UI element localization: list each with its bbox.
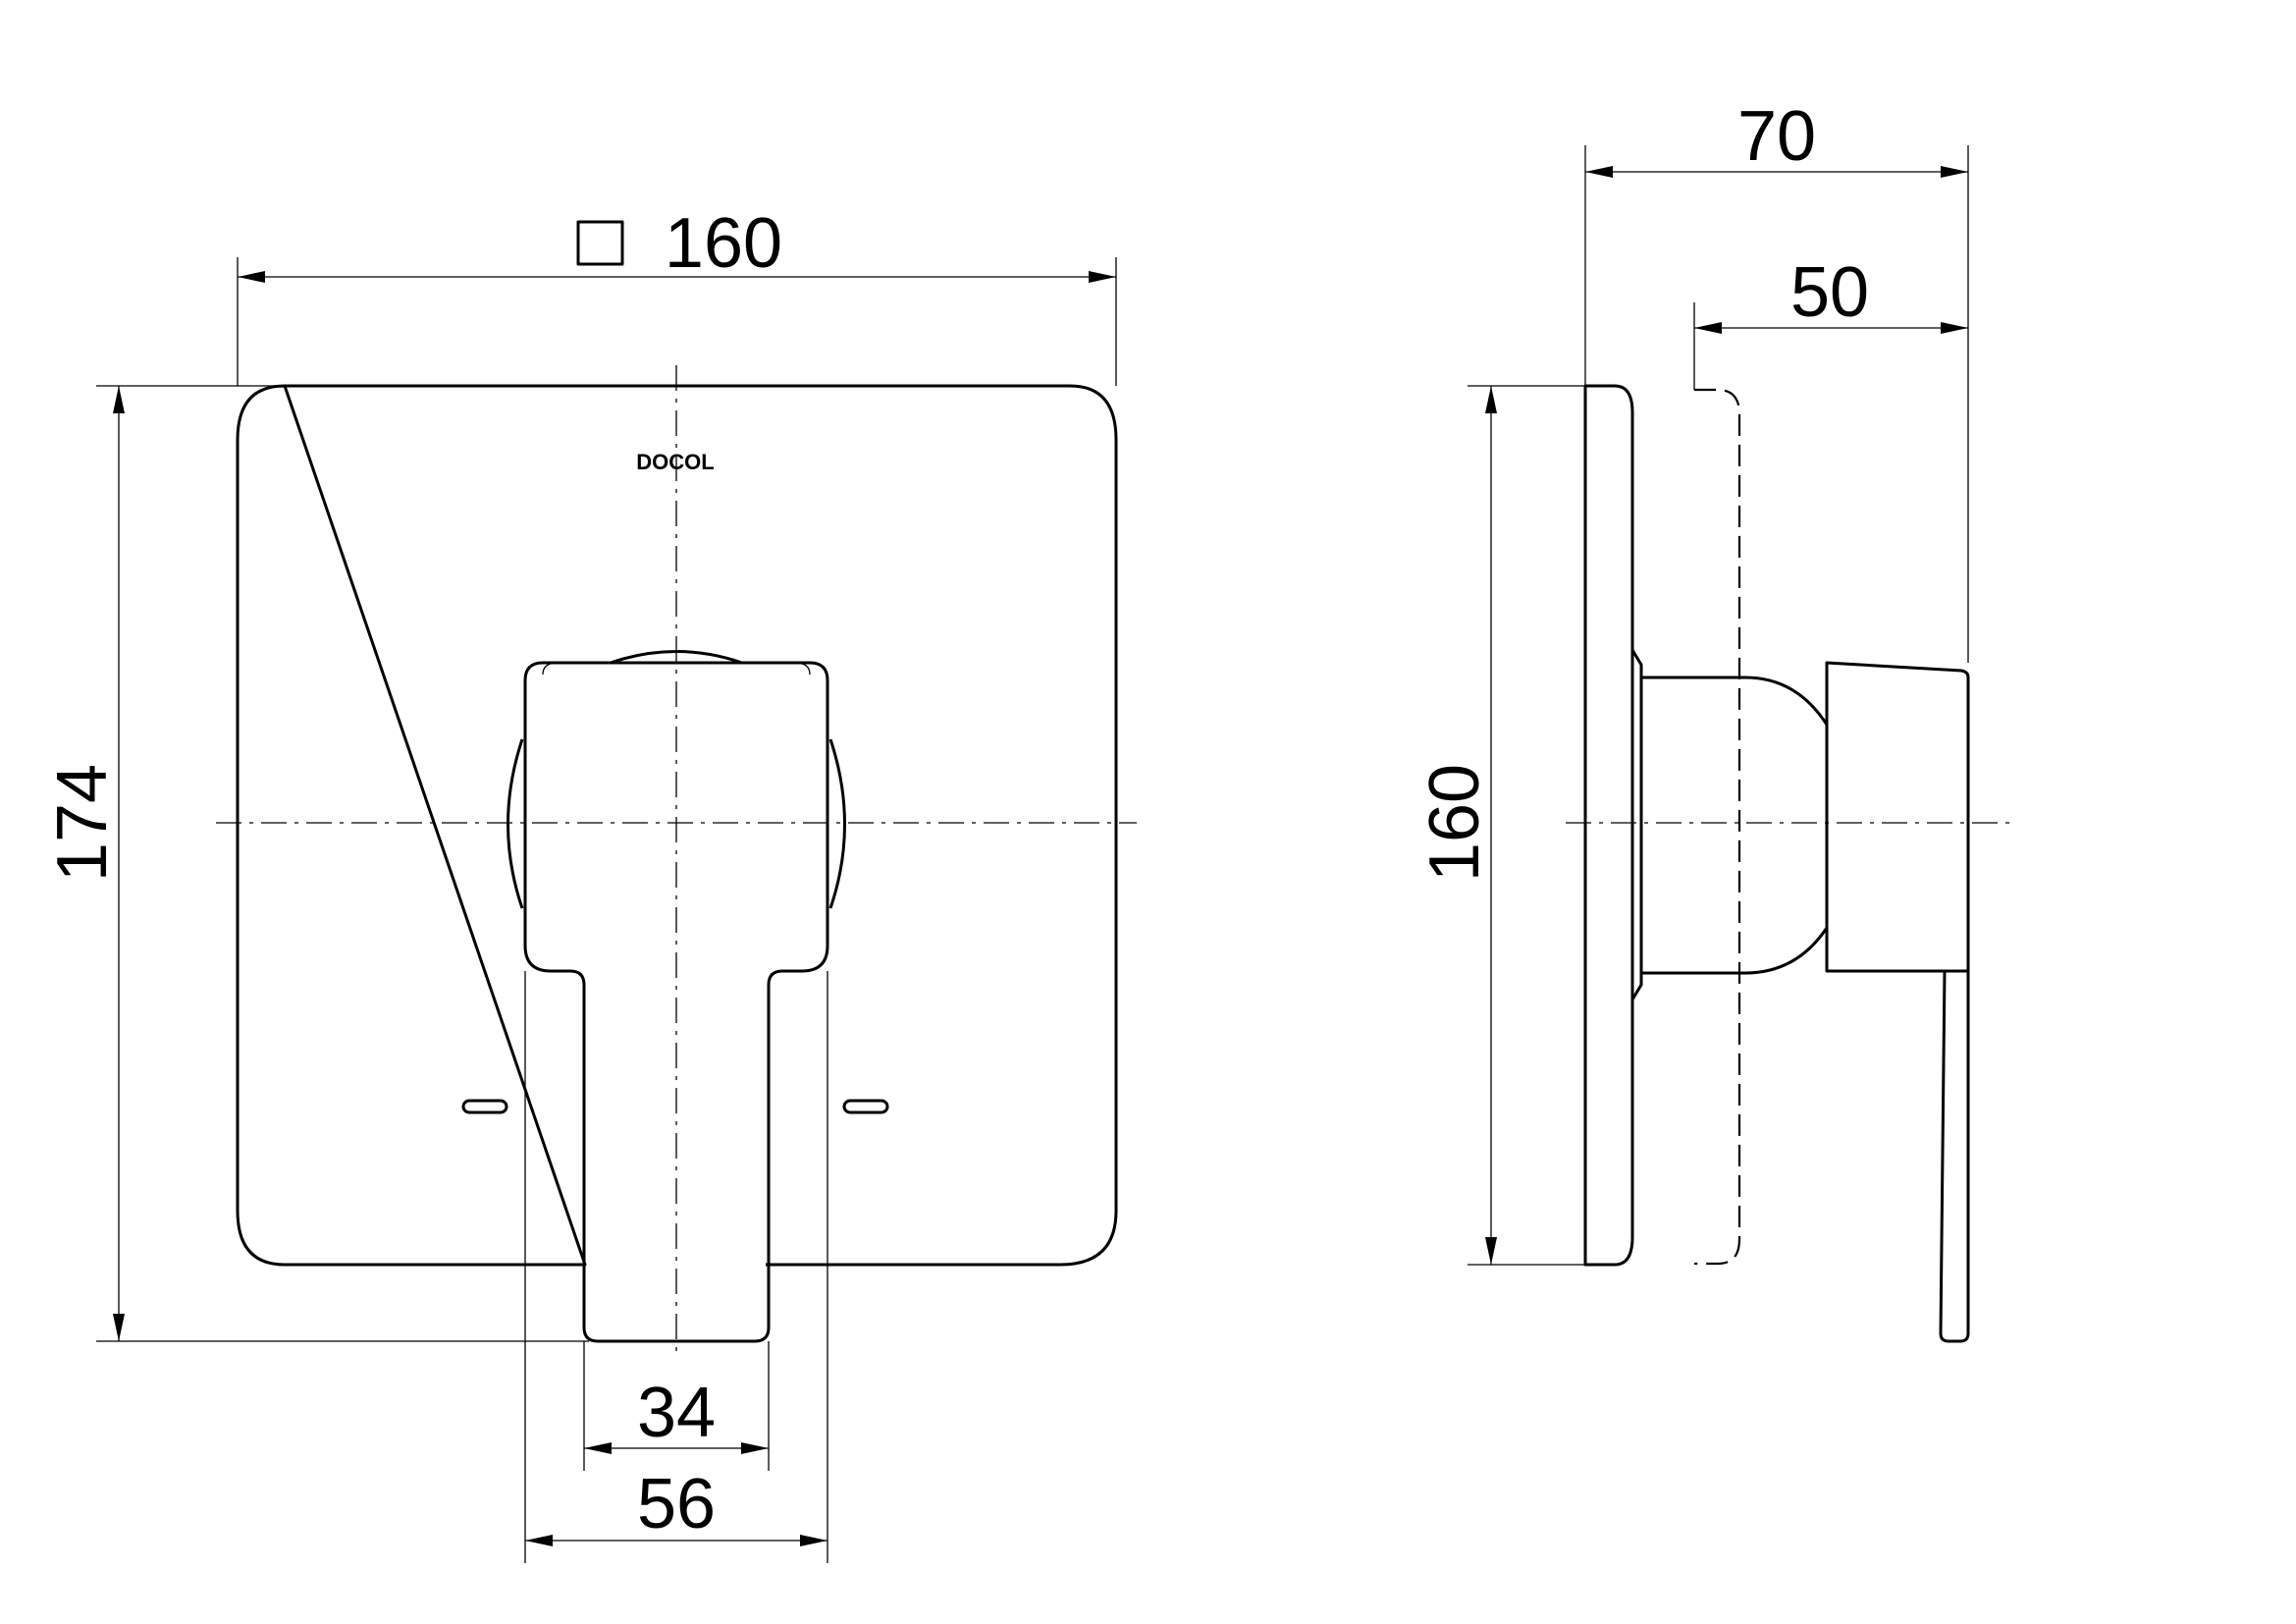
dim-handle-depth: 50 [1693,253,1968,390]
side-view [1566,384,2012,1343]
dim-handle-depth-label: 50 [1790,253,1869,332]
front-handle-bevel [542,662,559,676]
front-disc-left-arc [507,738,524,909]
side-escutcheon-ring [1630,649,1643,1001]
side-plate-outline [1583,384,1634,1267]
front-disc-right-arc [828,738,846,909]
dim-front-width: 160 [237,204,1117,386]
side-neck-outline [1641,676,1829,975]
dim-side-depth: 70 [1584,97,1969,663]
dim-side-depth-label: 70 [1737,97,1816,176]
brand-logo: DOCOL [636,450,714,474]
dim-front-height-label: 174 [43,764,122,882]
side-handle-body [1825,661,1970,973]
dim-front-width-label: 160 [665,204,782,283]
side-hidden-box [1694,388,1741,1266]
dim-handle-width: 34 [583,1341,770,1471]
square-symbol [576,220,624,266]
dim-handle-width-label: 34 [637,1374,716,1452]
dim-front-height: 174 [43,385,589,1342]
dim-escutcheon-width: 56 [524,971,828,1563]
front-slot-left [461,1099,508,1114]
front-plate-outline [236,384,1118,1267]
dim-side-height: 160 [1415,385,1585,1266]
front-handle-outline [523,661,829,1343]
dim-side-height-label: 160 [1415,764,1494,882]
front-handle-bevel-right [794,662,811,676]
front-view: DOCOL [216,365,1137,1355]
side-lever-blade [1939,970,1970,1343]
front-slot-right [842,1099,889,1114]
dim-escutcheon-width-label: 56 [637,1465,716,1543]
